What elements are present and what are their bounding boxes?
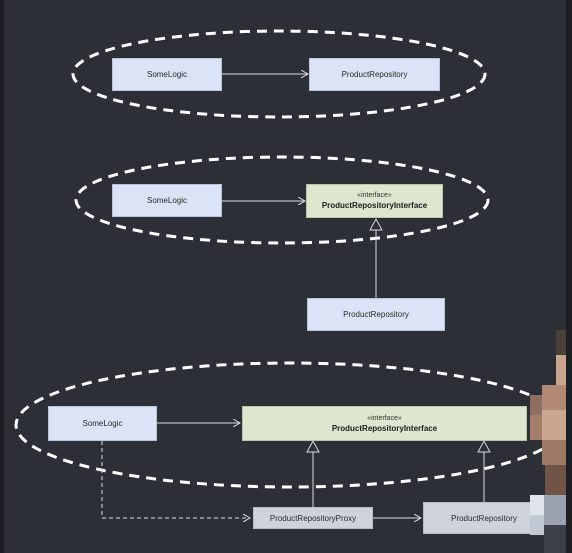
class-label: SomeLogic	[146, 196, 188, 205]
class-label: ProductRepository	[343, 310, 409, 319]
window-right-edge	[566, 0, 572, 553]
class-label: SomeLogic	[146, 70, 188, 79]
realization-arrowhead-2	[369, 217, 383, 231]
realization-arrowhead-proxy	[306, 439, 320, 453]
interface-label: ProductRepositoryInterface	[321, 201, 428, 210]
interface-stereotype: «interface»	[367, 414, 402, 422]
interface-stereotype: «interface»	[357, 192, 392, 199]
class-productrepository-2[interactable]: ProductRepository	[307, 298, 445, 331]
realization-arrowhead-repository	[477, 439, 491, 453]
class-productrepositoryproxy[interactable]: ProductRepositoryProxy	[253, 507, 373, 529]
class-somelogic-2[interactable]: SomeLogic	[112, 184, 222, 217]
dependency-arrow-3	[101, 441, 250, 518]
interface-productrepositoryinterface-2[interactable]: «interface» ProductRepositoryInterface	[306, 184, 443, 218]
class-productrepository-3[interactable]: ProductRepository	[423, 502, 545, 534]
class-label: ProductRepositoryProxy	[269, 513, 357, 523]
window-left-edge	[0, 0, 4, 553]
class-label: ProductRepository	[341, 70, 408, 79]
interface-productrepositoryinterface-3[interactable]: «interface» ProductRepositoryInterface	[242, 406, 527, 441]
class-label: ProductRepository	[451, 513, 517, 523]
class-somelogic-1[interactable]: SomeLogic	[112, 58, 222, 91]
class-somelogic-3[interactable]: SomeLogic	[48, 406, 157, 441]
class-label: SomeLogic	[82, 419, 123, 428]
group-ellipse-2	[74, 155, 490, 245]
interface-label: ProductRepositoryInterface	[331, 423, 438, 433]
group-ellipse-1	[71, 29, 487, 119]
class-productrepository-1[interactable]: ProductRepository	[309, 58, 440, 91]
